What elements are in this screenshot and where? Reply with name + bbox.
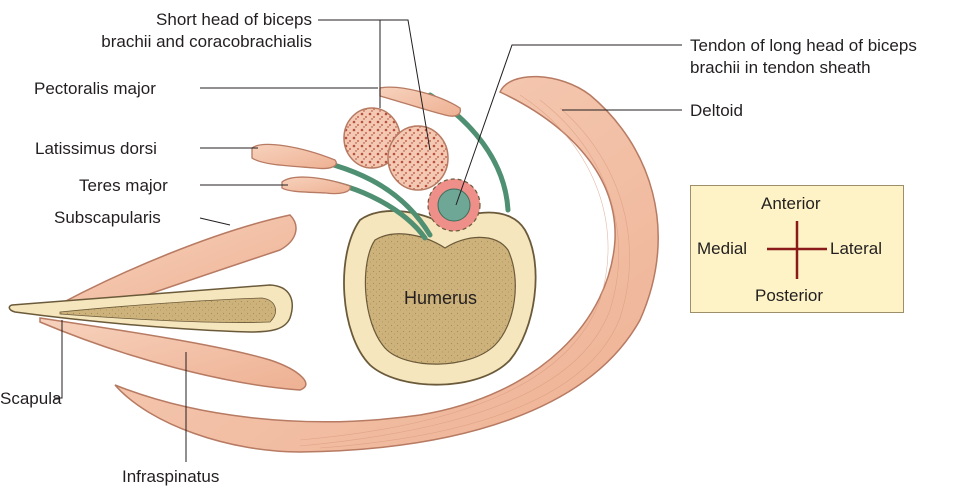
label-short-head-line2: brachii and coracobrachialis	[40, 31, 312, 52]
latissimus-dorsi-muscle	[252, 144, 336, 168]
label-scapula: Scapula	[0, 388, 61, 409]
label-long-head-line1: Tendon of long head of biceps	[690, 35, 917, 56]
label-latissimus-dorsi: Latissimus dorsi	[35, 138, 157, 159]
label-humerus: Humerus	[404, 288, 477, 309]
teres-major-muscle	[282, 177, 350, 194]
label-subscapularis: Subscapularis	[54, 207, 161, 228]
orientation-legend: Anterior Posterior Medial Lateral	[690, 185, 904, 313]
label-teres-major: Teres major	[79, 175, 168, 196]
label-pectoralis-major: Pectoralis major	[34, 78, 156, 99]
label-long-head-line2: brachii in tendon sheath	[690, 57, 871, 78]
orientation-cross-icon	[691, 186, 905, 314]
label-infraspinatus: Infraspinatus	[122, 466, 219, 487]
label-deltoid: Deltoid	[690, 100, 743, 121]
label-short-head-line1: Short head of biceps	[90, 9, 312, 30]
long-head-tendon	[438, 189, 470, 221]
coracobrachialis-muscle	[388, 126, 448, 190]
